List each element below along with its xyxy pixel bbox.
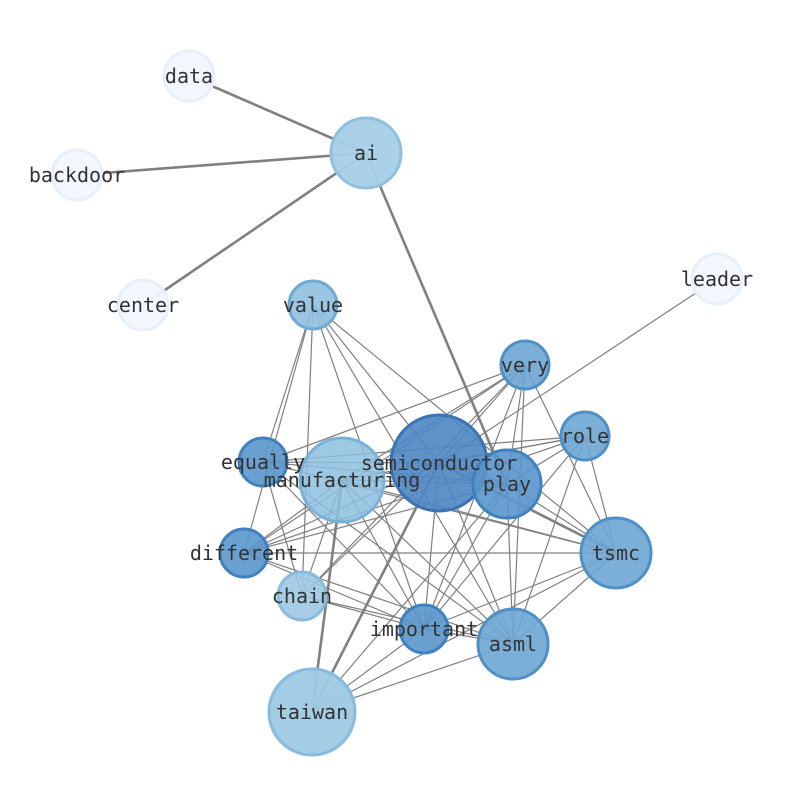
node-label-ai: ai [354,141,378,165]
edge-ai-play [364,152,509,485]
node-center[interactable] [116,278,170,332]
node-label-role: role [561,424,609,448]
edge-equally-important [262,461,425,630]
node-equally[interactable] [237,436,289,488]
node-different[interactable] [218,527,270,579]
node-chain[interactable] [276,570,328,622]
node-layer [50,49,744,757]
node-asml[interactable] [476,607,550,681]
node-manufacturing[interactable] [298,436,386,524]
edge-role-important [423,435,586,630]
edge-ai-center [142,151,367,307]
node-label-tsmc: tsmc [592,541,640,565]
node-tsmc[interactable] [579,516,653,590]
edge-ai-backdoor [76,151,367,177]
node-label-very: very [501,353,549,377]
node-label-play: play [483,472,531,496]
node-important[interactable] [398,603,450,655]
node-label-manufacturing: manufacturing [264,468,421,492]
node-label-data: data [165,64,213,88]
edge-role-asml [512,435,586,645]
node-leader[interactable] [690,252,744,306]
edge-value-equally [262,304,314,463]
node-taiwan[interactable] [267,667,357,757]
node-backdoor[interactable] [50,148,104,202]
node-label-center: center [107,293,179,317]
node-label-chain: chain [272,584,332,608]
label-layer: data ai backdoor center leader value very role e… [29,64,753,724]
node-label-backdoor: backdoor [29,163,125,187]
edge-very-equally [262,364,526,463]
edge-different-asml [243,552,514,645]
edge-tsmc-taiwan [311,552,617,713]
node-very[interactable] [499,339,551,391]
edge-play-taiwan [311,483,508,713]
edge-leader-semiconductor [438,278,718,464]
node-play[interactable] [471,448,543,520]
node-label-semiconductor: semiconductor [361,451,518,475]
node-ai[interactable] [329,116,403,190]
edge-value-chain [301,304,314,597]
edge-very-different [243,364,526,554]
node-role[interactable] [559,410,611,462]
node-data[interactable] [162,49,216,103]
edge-value-different [243,304,314,554]
node-value[interactable] [287,279,339,331]
node-label-leader: leader [681,267,753,291]
node-label-equally: equally [221,450,305,474]
node-label-different: different [190,541,298,565]
node-label-taiwan: taiwan [276,700,348,724]
node-label-important: important [370,617,478,641]
node-label-asml: asml [489,632,537,656]
node-label-value: value [283,293,343,317]
